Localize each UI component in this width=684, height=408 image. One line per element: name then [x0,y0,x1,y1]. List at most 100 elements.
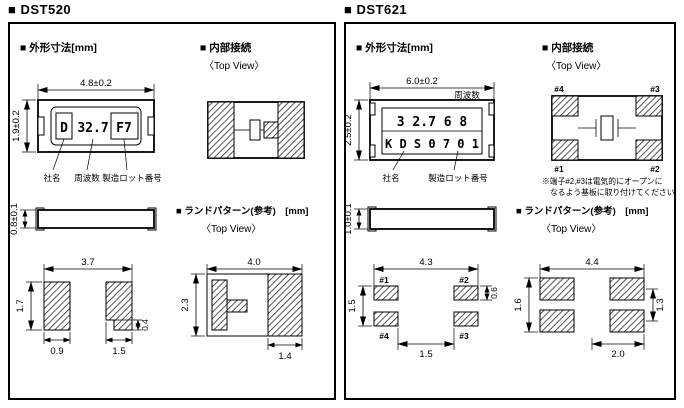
land-pad-right [105,281,133,331]
top-view-label: 〈Top View〉 [541,223,601,235]
internal-pad-1 [551,139,579,161]
leader-line [52,138,65,171]
land-right-pad-bl [539,309,575,333]
outline-heading: ■ 外形寸法[mm] [356,41,433,54]
land-right-pad-dim: 1.4 [278,351,291,362]
leader-line [86,138,94,171]
label-company: 社名 [382,173,399,183]
land-heading: ■ ランドパターン(参考) [mm] [176,205,308,217]
land-right-pad-tl [539,277,575,301]
dst520-land-pattern: ■ ランドパターン(参考) [mm] 〈Top View〉 3.7 1.7 0.… [15,205,308,362]
land-pad-4 [373,311,399,327]
pkg-height-dim: 2.5±0.2 [346,114,354,146]
land-heading: ■ ランドパターン(参考) [mm] [516,205,648,217]
land-gap-dim: 1.5 [419,349,432,360]
dst621-land-pattern: ■ ランドパターン(参考) [mm] 〈Top View〉 4.3 #1 #2 … [347,205,666,360]
land-span-dim: 3.7 [81,257,94,268]
internal-pad-4 [551,95,579,117]
leader-line [392,150,405,171]
internal-heading: ■ 内部接続 [200,41,252,54]
land-pad-height-dim: 0.6 [489,287,499,299]
side-body [37,209,155,229]
dst621-title: ■ DST621 [344,2,408,17]
pkg-width-dim: 6.0±0.2 [406,76,438,87]
land-right-span-dim: 4.4 [585,257,598,268]
land-pad-1 [373,285,399,301]
land-right-pad-br [609,309,645,333]
internal-pin1-label: #1 [554,164,564,174]
internal-heading: ■ 内部接続 [542,41,594,54]
pkg-height-dim: 1.9±0.2 [11,110,22,142]
internal-pad-left [207,101,235,159]
label-company: 社名 [43,173,60,183]
terminal [488,144,495,158]
land-notch-dim: 0.4 [140,319,150,331]
marking-frequency: 3 2.7 6 8 [397,115,468,130]
internal-pin2-label: #2 [650,164,660,174]
land-pin4-label: #4 [379,331,389,341]
land-pin3-label: #3 [459,331,469,341]
land-right-pad-tr [609,277,645,301]
internal-pad-right-tab [263,121,279,139]
internal-pin4-label: #4 [554,84,564,94]
marking-frequency: 32.7 [77,121,108,136]
land-right-pad-tab [226,299,248,313]
terminal [369,144,376,158]
terminal [488,102,495,116]
land-right-span-dim: 4.0 [247,257,260,268]
label-lot: 製造ロット番号 [102,173,162,183]
land-right-pad-left [211,279,228,331]
crystal-symbol [249,119,261,141]
dst520-title: ■ DST520 [8,2,72,17]
land-span-dim: 4.3 [419,257,432,268]
land-pad-2 [453,285,479,301]
terminal-right [147,116,155,136]
land-right-height-dim: 2.3 [180,298,191,311]
outline-heading: ■ 外形寸法[mm] [20,41,97,54]
land-right-pad-right [267,273,303,337]
marking-area [50,106,142,146]
dst520-internal-drawing: ■ 内部接続 〈Top View〉 [200,41,305,159]
land-right-pad-dim: 2.0 [611,349,624,360]
top-view-label: 〈Top View〉 [546,60,606,72]
marking-company-lot: K D S 0 7 0 1 [385,137,479,151]
land-pin2-label: #2 [459,275,469,285]
side-body [369,208,495,230]
internal-note-line1: ※端子#2,#3は電気的にオープンに [542,176,662,186]
pkg-thickness-dim: 0.8±0.1 [10,203,20,235]
label-frequency: 周波数 [454,90,480,100]
land-pad-width-dim: 0.9 [50,346,63,357]
dst520-panel: ■ 外形寸法[mm] 4.8±0.2 D 32.7 F7 1.9±0.2 社名 … [8,22,336,400]
leader-line [123,138,128,171]
top-view-label: 〈Top View〉 [204,60,264,72]
terminal [369,102,376,116]
land-pad-3 [453,311,479,327]
label-lot: 製造ロット番号 [428,173,488,183]
internal-pin3-label: #3 [650,84,660,94]
dst621-panel: ■ 外形寸法[mm] 6.0±0.2 周波数 3 2.7 6 8 K D S 0… [344,22,676,400]
land-gap-dim: 1.5 [112,346,125,357]
package-body [369,99,495,161]
pkg-thickness-dim: 1.0±0.1 [346,203,354,235]
internal-pad-3 [635,95,663,117]
leader-line [453,150,459,171]
top-view-label: 〈Top View〉 [201,223,261,235]
land-height-dim: 1.7 [15,299,26,312]
dst621-side-drawing: 1.0±0.1 [346,203,497,235]
internal-note-line2: なるよう基板に取り付けてください。 [550,187,674,197]
land-pin1-label: #1 [379,275,389,285]
crystal-symbol [600,115,614,141]
terminal-left [37,116,45,136]
package-body [37,99,155,153]
marking-company: D [60,121,68,136]
land-pad-left [43,281,71,331]
land-height-dim: 1.5 [347,299,358,312]
land-right-height-dim: 1.6 [513,298,524,311]
pkg-width-dim: 4.8±0.2 [80,78,112,89]
dst520-side-drawing: 0.8±0.1 [10,203,157,235]
internal-pad-2 [635,139,663,161]
lot-box [110,112,139,140]
marking-lot: F7 [116,121,132,136]
internal-pad-right [277,101,305,159]
label-frequency: 周波数 [74,173,100,183]
